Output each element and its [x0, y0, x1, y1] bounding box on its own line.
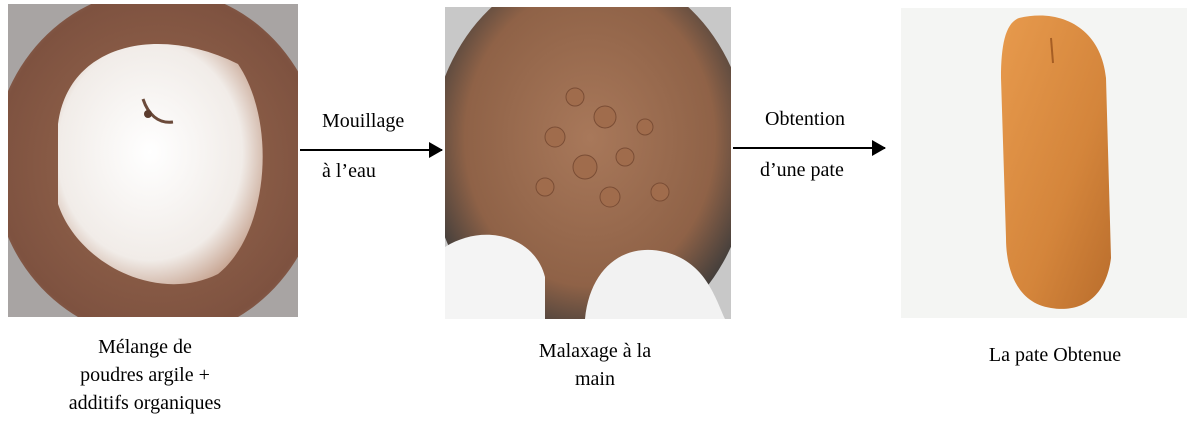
- photo-kneading: [445, 7, 731, 319]
- caption-powder-mixture: Mélange de poudres argile + additifs org…: [20, 333, 270, 417]
- arrow2-label-line1: Obtention: [765, 107, 845, 131]
- caption-kneading: Malaxage à la main: [470, 337, 720, 393]
- paste-illustration: [901, 8, 1187, 318]
- caption1-line1: Mélange de: [20, 333, 270, 361]
- photo-powder-mixture: [8, 4, 298, 317]
- arrow1-label-line2: à l’eau: [322, 159, 376, 183]
- caption1-line2: poudres argile +: [20, 361, 270, 389]
- caption3-line1: La pate Obtenue: [930, 341, 1180, 369]
- arrow2-label-line2: d’une pate: [760, 158, 844, 182]
- arrow-obtain-paste: [733, 147, 885, 149]
- caption2-line2: main: [470, 365, 720, 393]
- arrow-wetting: [300, 149, 442, 151]
- photo-paste: [901, 8, 1187, 318]
- powder-mixture-illustration: [8, 4, 298, 317]
- arrow1-label-line1: Mouillage: [322, 109, 404, 133]
- caption2-line1: Malaxage à la: [470, 337, 720, 365]
- caption-paste: La pate Obtenue: [930, 341, 1180, 369]
- caption1-line3: additifs organiques: [20, 389, 270, 417]
- kneading-illustration: [445, 7, 731, 319]
